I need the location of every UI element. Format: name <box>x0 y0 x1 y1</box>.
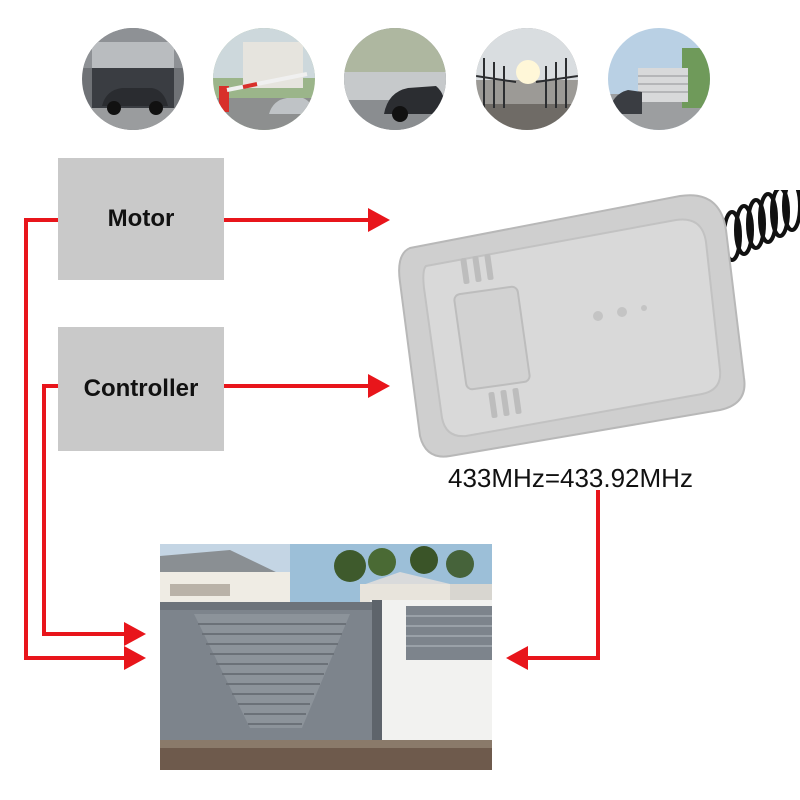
gate-photo <box>160 544 492 770</box>
motor-label: Motor <box>107 205 175 232</box>
led-indicator-icon <box>593 311 603 321</box>
motor-box: Motor <box>58 158 224 280</box>
led-indicator-icon <box>617 307 627 317</box>
arrowhead <box>124 622 146 646</box>
controller-to-gate-arrow <box>42 384 127 636</box>
motor-to-gate-arrow <box>24 218 127 660</box>
controller-label: Controller <box>83 375 199 402</box>
arrowhead <box>506 646 528 670</box>
receiver-to-gate-arrow <box>524 490 600 660</box>
arrowhead <box>368 208 390 232</box>
led-indicator-icon <box>641 305 647 311</box>
application-photo-row <box>0 0 800 140</box>
controller-box: Controller <box>58 327 224 451</box>
receiver-device <box>398 190 800 458</box>
arrowhead <box>368 374 390 398</box>
arrowhead <box>124 646 146 670</box>
frequency-label: 433MHz=433.92MHz <box>448 463 693 493</box>
